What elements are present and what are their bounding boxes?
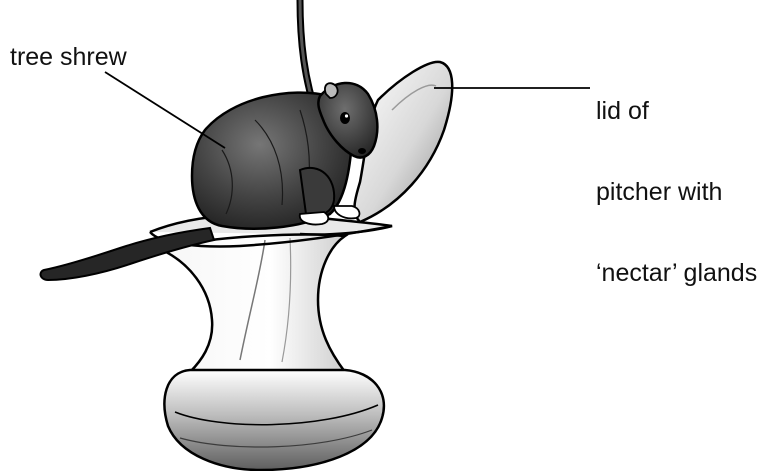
label-tree-shrew: tree shrew — [10, 44, 127, 71]
leader-line-tree-shrew — [105, 72, 225, 148]
label-lid-line-1: lid of — [596, 98, 757, 125]
tree-shrew-eye — [340, 112, 350, 124]
label-lid-of-pitcher: lid of pitcher with ‘nectar’ glands — [596, 44, 757, 314]
label-lid-line-2: pitcher with — [596, 179, 757, 206]
label-lid-line-3: ‘nectar’ glands — [596, 260, 757, 287]
pitcher-body — [150, 215, 392, 470]
